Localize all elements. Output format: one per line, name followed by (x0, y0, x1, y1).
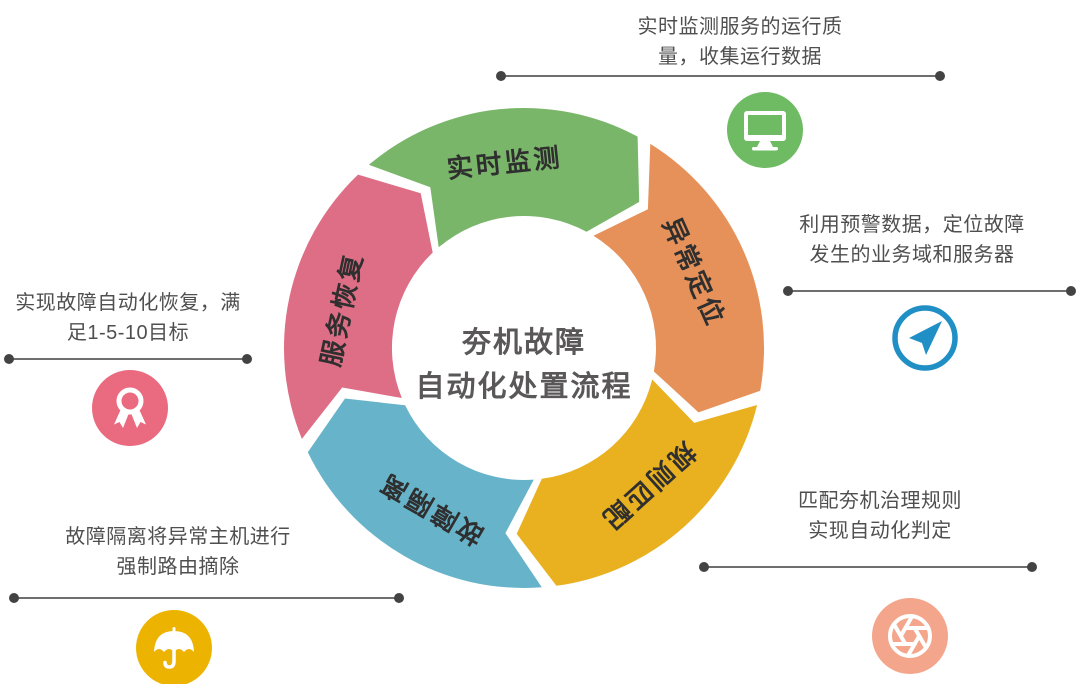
annotation-text: 实时监测服务的运行质 (637, 16, 843, 38)
umbrella-icon (136, 610, 212, 684)
connector-line (4, 354, 252, 364)
annotation-text: 匹配夯机治理规则 (798, 490, 962, 512)
connector-line (9, 593, 404, 603)
diagram-title: 夯机故障 自动化处置流程 (392, 321, 656, 409)
annotation-text: 实现自动化判定 (808, 520, 952, 542)
ring-segment-4 (307, 398, 542, 588)
annotation-text: 实现故障自动化恢复，满 (15, 292, 241, 314)
title-line-2: 自动化处置流程 (415, 371, 633, 403)
annotation-monitoring: 实时监测服务的运行质 量，收集运行数据 (575, 12, 905, 72)
medal-icon (92, 370, 168, 446)
annotation-text: 利用预警数据，定位故障 (799, 214, 1025, 236)
annotation-locating: 利用预警数据，定位故障 发生的业务域和服务器 (757, 210, 1067, 270)
annotation-text: 强制路由摘除 (116, 556, 240, 578)
connector-line (496, 71, 945, 81)
ring-segment-5 (283, 174, 433, 439)
ring-segment-2 (593, 143, 765, 413)
annotation-text: 足1-5-10目标 (66, 322, 190, 344)
annotation-isolation: 故障隔离将异常主机进行 强制路由摘除 (38, 522, 318, 582)
title-line-1: 夯机故障 (461, 327, 586, 359)
ring-segment-1 (368, 107, 640, 248)
annotation-rules: 匹配夯机治理规则 实现自动化判定 (720, 486, 1040, 546)
connector-line (783, 286, 1076, 296)
monitor-icon (727, 92, 803, 168)
annotation-text: 发生的业务域和服务器 (809, 244, 1015, 266)
paper-plane-icon (892, 305, 958, 371)
annotation-text: 量，收集运行数据 (658, 46, 822, 68)
ring-segment-3 (516, 379, 758, 586)
annotation-text: 故障隔离将异常主机进行 (65, 526, 291, 548)
annotation-recovery: 实现故障自动化恢复，满 足1-5-10目标 (0, 288, 256, 348)
aperture-icon (872, 598, 948, 674)
connector-line (699, 562, 1037, 572)
